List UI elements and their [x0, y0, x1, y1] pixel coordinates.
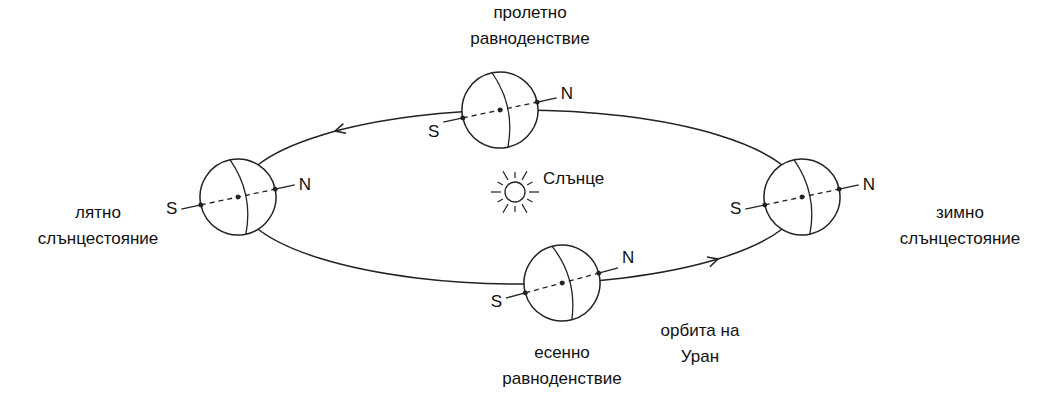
text-label: Слънце — [543, 169, 604, 189]
sun-ray — [491, 191, 501, 192]
axis-dot — [762, 202, 768, 208]
rotation-axis — [181, 205, 201, 209]
sun-ray — [527, 199, 532, 202]
rotation-axis — [506, 293, 525, 298]
text-label: орбита на Уран — [660, 318, 740, 370]
pole-label: N — [561, 84, 573, 104]
axis-dot — [272, 186, 278, 192]
rotation-axis-inner — [765, 189, 839, 205]
axis-dot — [559, 280, 565, 286]
globe-meridian — [552, 244, 579, 319]
sun-ray — [498, 199, 503, 202]
text-label: лятно слънцестояние — [33, 200, 163, 252]
axis-dot — [534, 99, 540, 105]
planet-globe — [173, 148, 302, 246]
orbit-arrow — [335, 124, 346, 134]
text-label: пролетно равноденствие — [460, 0, 600, 52]
globe-meridian — [794, 158, 818, 234]
globe-outline — [193, 152, 283, 242]
pole-label: S — [166, 199, 177, 219]
rotation-axis — [599, 268, 618, 273]
globe-outline — [515, 236, 608, 329]
rotation-axis — [443, 118, 463, 122]
rotation-axis — [537, 98, 557, 102]
axis-dot — [497, 107, 503, 113]
globe-meridian — [492, 71, 516, 147]
axis-dot — [596, 270, 602, 276]
sun-ray — [503, 171, 508, 180]
rotation-axis — [839, 185, 859, 189]
sun-ray — [527, 182, 532, 185]
pole-label: N — [863, 175, 875, 195]
sun-symbol — [491, 171, 539, 213]
rotation-axis-inner — [463, 102, 537, 118]
sun-ray — [522, 171, 527, 180]
sun-ray — [514, 206, 515, 212]
axis-dot — [460, 115, 466, 121]
pole-label: N — [299, 175, 311, 195]
axis-dot — [198, 202, 204, 208]
text-label: есенно равноденствие — [492, 340, 632, 392]
planet-globe — [737, 148, 866, 246]
rotation-axis — [745, 205, 765, 209]
globe-outline — [455, 65, 545, 155]
text-label: зимно слънцестояние — [895, 200, 1025, 252]
axis-dot — [836, 186, 842, 192]
rotation-axis-inner — [201, 189, 275, 205]
axis-dot — [799, 194, 805, 200]
sun-ray — [498, 182, 503, 185]
pole-label: N — [622, 248, 634, 268]
axis-dot — [235, 194, 241, 200]
pole-label: S — [491, 292, 502, 312]
globe-outline — [757, 152, 847, 242]
pole-label: S — [730, 199, 741, 219]
planet-globe — [496, 231, 628, 334]
sun-ray — [514, 172, 515, 178]
orbit-arrow — [707, 257, 718, 267]
sun-disc — [505, 182, 525, 202]
rotation-axis-inner — [525, 273, 598, 293]
planet-globe — [435, 61, 564, 159]
globes — [173, 61, 866, 335]
sun-ray — [522, 204, 527, 213]
rotation-axis — [275, 185, 295, 189]
sun-ray — [503, 204, 508, 213]
globe-meridian — [230, 158, 254, 234]
sun-ray — [529, 191, 539, 192]
axis-dot — [522, 290, 528, 296]
pole-label: S — [428, 122, 439, 142]
